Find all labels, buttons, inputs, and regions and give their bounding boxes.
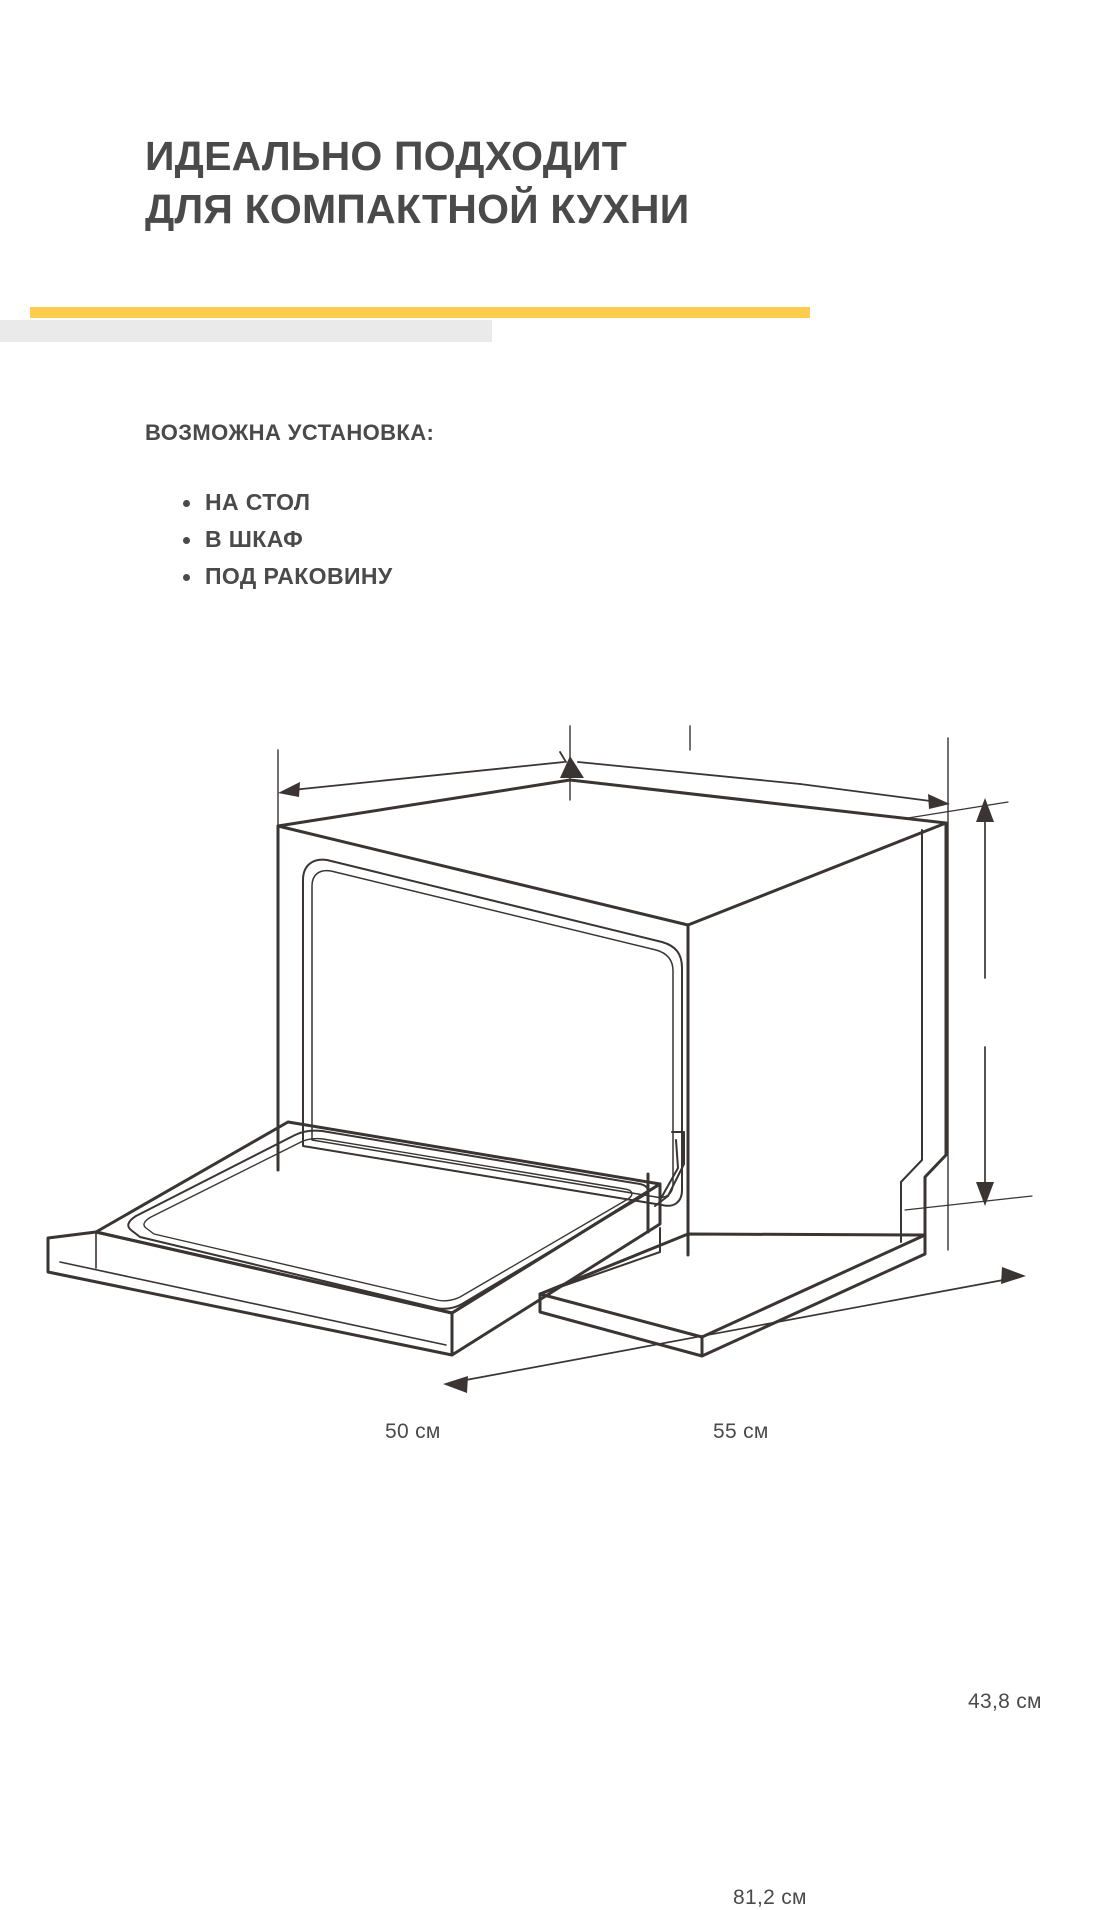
features-list: НА СТОЛ В ШКАФ ПОД РАКОВИНУ [175,484,393,595]
page-root: ИДЕАЛЬНО ПОДХОДИТ ДЛЯ КОМПАКТНОЙ КУХНИ В… [0,133,1100,1909]
door-cavity-opening [302,858,683,1207]
dimension-label-depth: 50 см [385,1420,441,1443]
body-base-plinth [538,1232,927,1358]
body-base-plinth-edge [539,1227,661,1295]
body-right-face-inner [900,829,923,1243]
witness-lines [277,725,949,1251]
page-title: ИДЕАЛЬНО ПОДХОДИТ ДЛЯ КОМПАКТНОЙ КУХНИ [145,133,690,232]
dimension-label-open-depth: 81,2 см [733,1886,807,1909]
body-right-face [923,821,948,1237]
open-door-inner-panel-line [143,1137,633,1302]
accent-divider-gray [0,320,492,342]
body-front-frame [276,824,690,1257]
dimension-50cm [278,751,584,797]
open-door-thickness [46,1182,662,1357]
dimension-55cm [577,761,950,809]
door-hinge-bracket [654,1131,685,1207]
dimension-438cm [904,798,1033,1211]
body-lower-rail [646,1172,690,1238]
accent-divider-yellow [30,307,810,318]
features-title: ВОЗМОЖНА УСТАНОВКА: [145,420,435,445]
door-cavity-opening-inner [311,869,674,1199]
dimension-diagram: 50 см 55 см 43,8 см 81,2 см [0,690,1100,1909]
list-item: В ШКАФ [183,521,393,558]
dimension-812cm [443,1267,1026,1393]
open-door-thickness-edge [59,1231,447,1346]
body-top-face [276,778,948,927]
list-item: ПОД РАКОВИНУ [183,558,393,595]
list-item: НА СТОЛ [183,484,393,521]
dimension-label-height: 43,8 см [968,1690,1042,1713]
dishwasher-line-drawing [46,725,1033,1393]
open-door-inner-panel [127,1129,649,1310]
dimension-label-width: 55 см [713,1420,769,1443]
